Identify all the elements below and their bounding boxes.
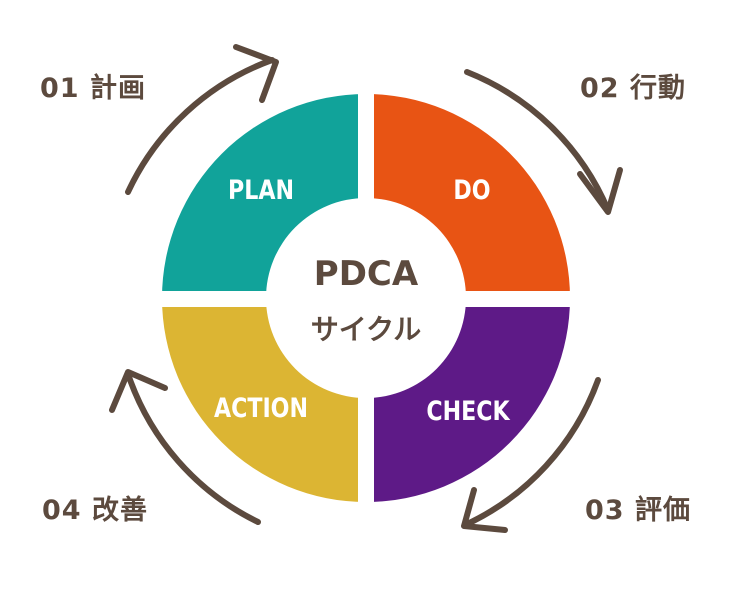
arrow-do-to-check bbox=[464, 69, 623, 215]
arrow-action-to-plan bbox=[109, 369, 261, 525]
step-label-plan: 01 計画 bbox=[40, 73, 146, 104]
step-label-do: 02 行動 bbox=[580, 73, 686, 104]
center-subtitle: サイクル bbox=[310, 313, 422, 346]
quadrant-do bbox=[366, 94, 570, 298]
quadrant-label-action: ACTION bbox=[213, 393, 309, 424]
quadrant-label-do: DO bbox=[453, 175, 491, 206]
step-label-action: 04 改善 bbox=[42, 495, 148, 526]
quadrant-check bbox=[366, 298, 570, 502]
step-label-check: 03 評価 bbox=[585, 495, 691, 526]
quadrant-label-plan: PLAN bbox=[227, 175, 295, 206]
arrow-check-to-action bbox=[461, 377, 601, 533]
quadrant-action bbox=[162, 298, 366, 502]
center-title: PDCA bbox=[313, 254, 419, 294]
quadrant-label-check: CHECK bbox=[426, 396, 510, 427]
arrow-plan-to-do bbox=[125, 44, 279, 195]
quadrant-plan bbox=[162, 94, 366, 298]
